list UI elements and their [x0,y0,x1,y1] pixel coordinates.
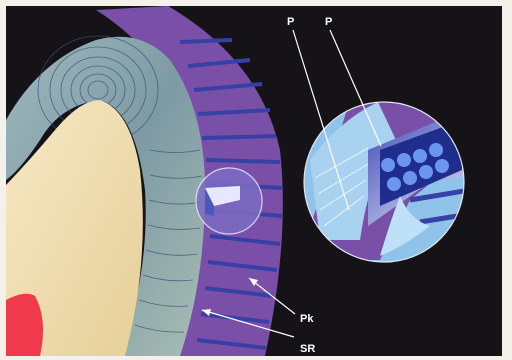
label-p-right: P [325,16,332,28]
pulp [6,294,43,356]
magnification-spot [196,168,262,234]
label-pk: Pk [300,313,314,325]
label-p-left: P [287,16,294,28]
label-sr: SR [300,343,315,355]
